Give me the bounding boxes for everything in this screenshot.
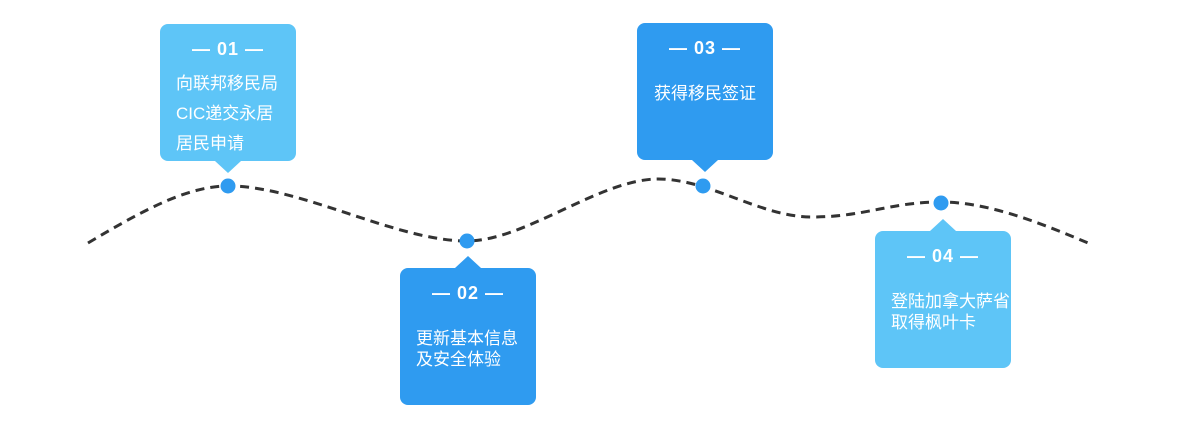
step-card-02: — 02 — 更新基本信息 及安全体验 xyxy=(400,256,536,405)
step-card-03: — 03 — 获得移民签证 xyxy=(637,23,773,172)
card-arrow-up xyxy=(455,256,481,268)
timeline-dot-2 xyxy=(459,233,475,249)
step-number-03: — 03 — xyxy=(668,38,742,58)
card-arrow-down xyxy=(215,161,241,173)
card-arrow-down xyxy=(692,160,718,172)
step-description-line: 取得枫叶卡 xyxy=(891,313,976,332)
step-description-line: CIC递交永居 xyxy=(176,104,274,123)
timeline-dot-1 xyxy=(220,178,236,194)
timeline-dot-3 xyxy=(695,178,711,194)
step-description-03: 获得移民签证 xyxy=(637,83,773,104)
step-description-01: 向联邦移民局 CIC递交永居 居民申请 xyxy=(176,69,282,159)
step-description-line: 向联邦移民局 xyxy=(176,74,278,93)
step-number-02: — 02 — xyxy=(431,283,505,303)
step-description-04: 登陆加拿大萨省 取得枫叶卡 xyxy=(891,291,1010,333)
step-description-line: 更新基本信息 xyxy=(416,329,518,348)
step-number-01: — 01 — xyxy=(191,39,265,59)
step-description-line: 居民申请 xyxy=(176,134,244,153)
timeline-dot-4 xyxy=(933,195,949,211)
step-number-04: — 04 — xyxy=(906,246,980,266)
step-description-line: 及安全体验 xyxy=(416,350,501,369)
step-card-04: — 04 — 登陆加拿大萨省 取得枫叶卡 xyxy=(875,219,1011,368)
step-description-line: 获得移民签证 xyxy=(654,84,756,103)
step-description-02: 更新基本信息 及安全体验 xyxy=(416,328,522,370)
step-card-01: — 01 — 向联邦移民局 CIC递交永居 居民申请 xyxy=(160,24,296,173)
step-description-line: 登陆加拿大萨省 xyxy=(891,292,1010,311)
card-arrow-up xyxy=(930,219,956,231)
